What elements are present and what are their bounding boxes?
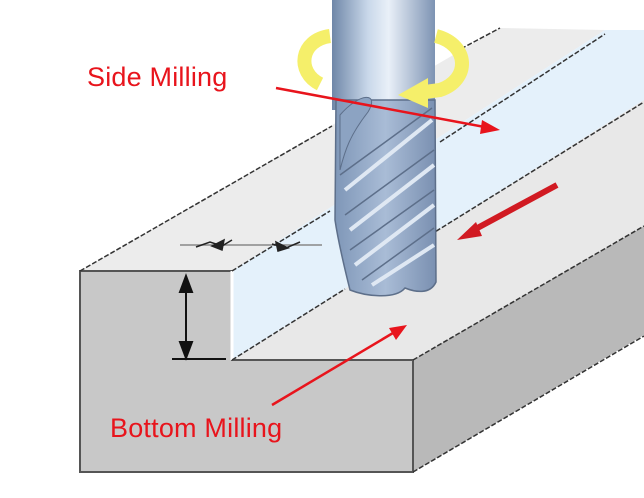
depth-dimension-icon xyxy=(172,273,226,361)
width-dimension-icon xyxy=(180,238,322,252)
end-mill-tool-icon xyxy=(297,0,469,297)
right-face xyxy=(413,226,644,472)
bottom-milling-label: Bottom Milling xyxy=(110,413,283,443)
feed-direction-arrow-icon xyxy=(457,182,559,240)
side-wall xyxy=(232,30,644,360)
side-milling-label: Side Milling xyxy=(87,62,228,92)
side-milling-pointer xyxy=(275,86,500,134)
bottom-milling-pointer xyxy=(271,325,407,407)
edges xyxy=(79,27,644,473)
